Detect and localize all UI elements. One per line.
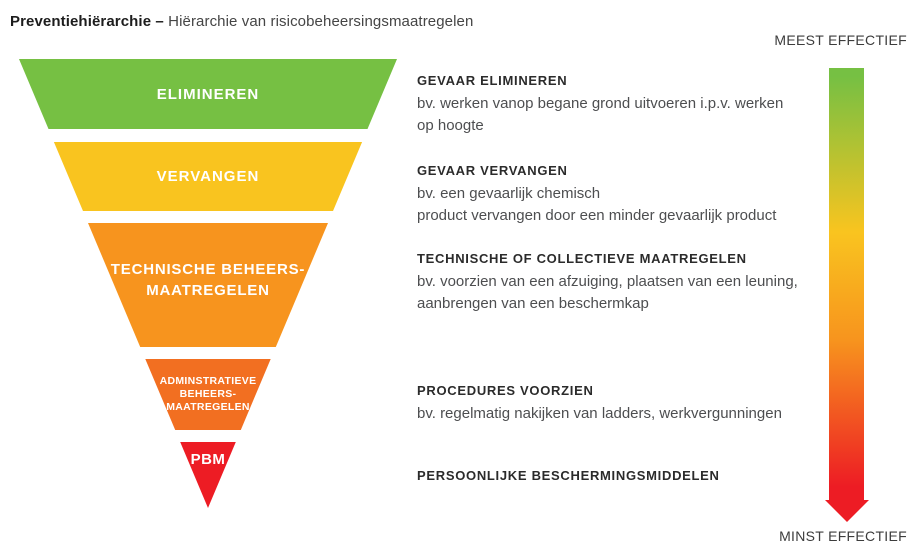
description-heading: TECHNISCHE OF COLLECTIEVE MAATREGELEN [417, 251, 747, 266]
description-body: bv. voorzien van een afzuiging, plaatsen… [417, 273, 798, 312]
level-label: PBM [190, 451, 226, 468]
scale-label-least-effective: MINST EFFECTIEF [779, 528, 907, 544]
arrow-down-icon [825, 500, 869, 522]
description-persoonlijke-beschermingsmiddelen: PERSOONLIJKE BESCHERMINGSMIDDELEN [417, 468, 827, 488]
pyramid-level-administratieve-beheersmaatregelen: ADMINSTRATIEVE BEHEERS- MAATREGELEN [145, 359, 271, 430]
description-body: bv. een gevaarlijk chemisch product verv… [417, 185, 777, 224]
description-gevaar-vervangen: GEVAAR VERVANGEN bv. een gevaarlijk chem… [417, 163, 827, 227]
description-heading: PERSOONLIJKE BESCHERMINGSMIDDELEN [417, 468, 720, 483]
page-title: Preventiehiërarchie – Hiërarchie van ris… [10, 13, 473, 30]
description-heading: GEVAAR ELIMINEREN [417, 73, 568, 88]
pyramid-level-elimineren: ELIMINEREN [19, 59, 397, 129]
description-technische-maatregelen: TECHNISCHE OF COLLECTIEVE MAATREGELEN bv… [417, 251, 827, 315]
description-heading: GEVAAR VERVANGEN [417, 163, 568, 178]
level-label: VERVANGEN [156, 168, 260, 185]
page-title-subtitle: Hiërarchie van risicobeheersingsmaatrege… [168, 13, 474, 30]
description-gevaar-elimineren: GEVAAR ELIMINEREN bv. werken vanop began… [417, 73, 827, 137]
description-heading: PROCEDURES VOORZIEN [417, 383, 594, 398]
description-body: bv. regelmatig nakijken van ladders, wer… [417, 405, 782, 422]
description-body: bv. werken vanop begane grond uitvoeren … [417, 95, 784, 134]
level-label: TECHNISCHE BEHEERS- MAATREGELEN [110, 261, 306, 299]
page-title-bold: Preventiehiërarchie – [10, 13, 164, 30]
level-label: ELIMINEREN [156, 85, 260, 103]
description-procedures-voorzien: PROCEDURES VOORZIEN bv. regelmatig nakij… [417, 383, 827, 425]
level-label: ADMINSTRATIEVE BEHEERS- MAATREGELEN [159, 375, 257, 413]
prevention-hierarchy-pyramid: ELIMINEREN VERVANGEN TECHNISCHE BEHEERS-… [19, 59, 397, 508]
pyramid-level-technische-beheersmaatregelen: TECHNISCHE BEHEERS- MAATREGELEN [88, 223, 328, 347]
pyramid-level-vervangen: VERVANGEN [53, 142, 363, 211]
scale-label-most-effective: MEEST EFFECTIEF [774, 32, 907, 48]
pyramid-level-pbm: PBM [180, 442, 236, 508]
effectiveness-gradient-bar [829, 68, 864, 500]
